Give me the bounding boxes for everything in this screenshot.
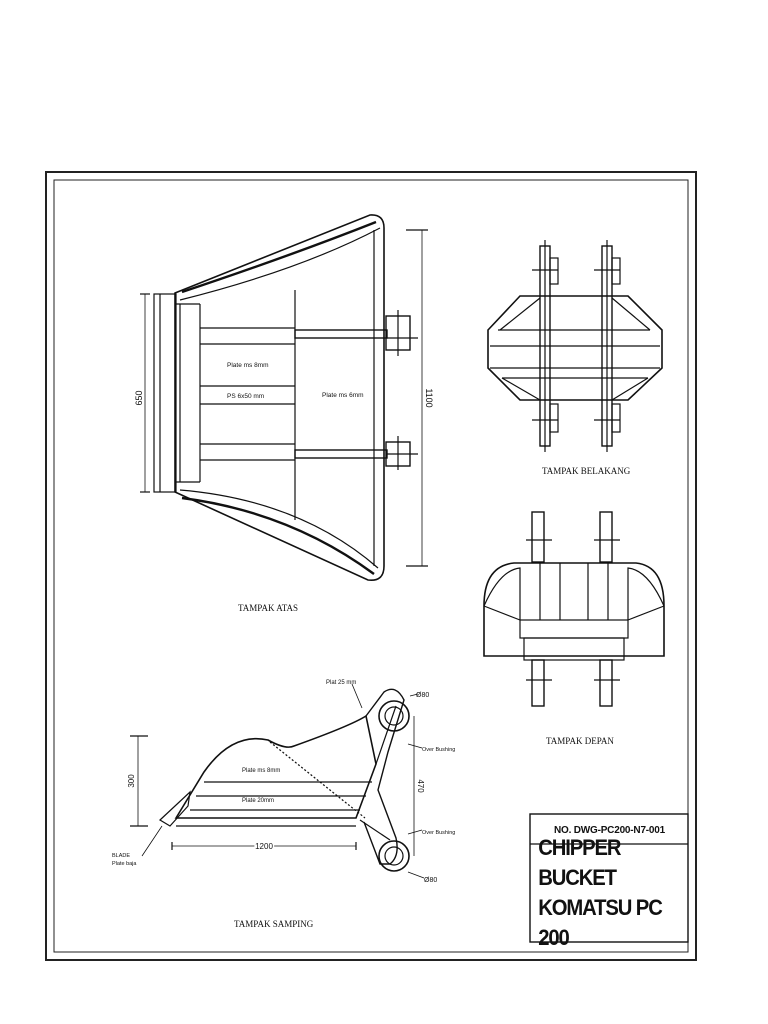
- side-label-dia-top: Ø80: [416, 692, 429, 699]
- inner-frame: [53, 179, 689, 953]
- title-block: [529, 813, 689, 943]
- front-view: [483, 511, 665, 707]
- side-label-dia-bottom: Ø80: [424, 877, 437, 884]
- top-view: [140, 214, 428, 582]
- side-view-title: TAMPAK SAMPING: [234, 919, 314, 929]
- top-view-title: TAMPAK ATAS: [238, 603, 298, 613]
- drawing-number: NO. DWG-PC200-N7-001: [553, 824, 666, 836]
- side-label-plat-25: Plat 25 mm: [326, 680, 356, 686]
- side-label-blade-1: BLADE: [112, 853, 130, 859]
- drawing-title-line1: CHIPPER BUCKET: [538, 835, 621, 890]
- side-label-bushing-top: Over Bushing: [422, 747, 455, 753]
- outer-frame: [45, 171, 697, 961]
- rear-view-title: TAMPAK BELAKANG: [542, 466, 631, 476]
- top-dim-length: 1100: [424, 388, 434, 407]
- top-label-plate-6: Plate ms 6mm: [322, 392, 364, 399]
- side-label-plate-20: Plate 20mm: [242, 798, 274, 804]
- side-view: [130, 683, 425, 879]
- top-dim-width: 650: [134, 390, 144, 405]
- side-label-plate-8: Plate ms 8mm: [242, 768, 280, 774]
- top-label-ps: PS 6x50 mm: [227, 393, 264, 400]
- side-label-bushing-bottom: Over Bushing: [422, 830, 455, 836]
- side-dim-height: 300: [127, 774, 136, 788]
- top-label-plate-8: Plate ms 8mm: [227, 362, 269, 369]
- rear-view: [487, 240, 663, 452]
- drawing-title-line2: KOMATSU PC 200: [538, 895, 663, 950]
- side-dim-pin: 470: [416, 779, 425, 793]
- side-label-blade-2: Plate baja: [112, 861, 137, 867]
- front-view-title: TAMPAK DEPAN: [546, 736, 614, 746]
- drawing-title: CHIPPER BUCKET KOMATSU PC 200: [538, 835, 681, 950]
- side-dim-length: 1200: [255, 842, 273, 851]
